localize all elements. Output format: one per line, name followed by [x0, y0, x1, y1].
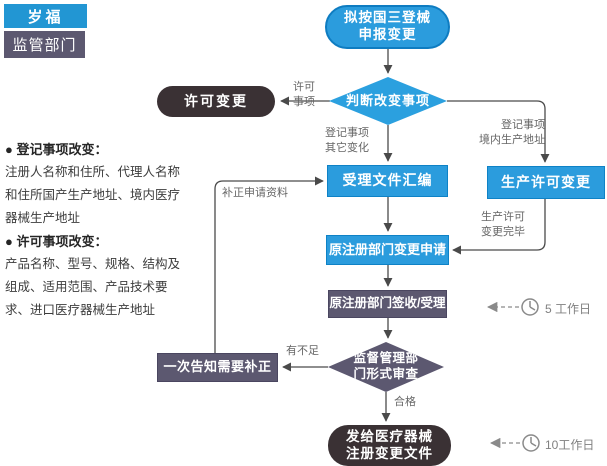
notes-panel: ● 登记事项改变： 注册人名称和住所、代理人名称 和住所国产生产地址、境内医疗 … — [5, 138, 217, 322]
notes-section-body: 产品名称、型号、规格、结构及 组成、适用范围、产品技术要 求、进口医疗器械生产地… — [5, 257, 181, 317]
department-badge: 监管部门 — [4, 31, 85, 58]
node-decision-change-item: 判断改变事项 — [329, 77, 447, 125]
node-original-dept-sign-accept: 原注册部门签收/受理 — [328, 290, 447, 318]
node-accept-documents: 受理文件汇编 — [327, 165, 448, 197]
node-original-dept-change-apply: 原注册部门变更申请 — [326, 235, 449, 265]
notes-section-body: 注册人名称和住所、代理人名称 和住所国产生产地址、境内医疗 器械生产地址 — [5, 165, 181, 225]
timer-10-working-days: 10工作日 — [545, 438, 595, 452]
edge-label-license-item: 许可 事项 — [293, 81, 315, 108]
node-production-license-change: 生产许可变更 — [487, 166, 605, 199]
edge-label-correction-material: 补正申请资料 — [222, 187, 288, 199]
logo-badge: 岁福 — [4, 4, 87, 28]
clock-icon — [522, 434, 540, 452]
notes-section-title: ● 登记事项改变： — [5, 142, 108, 157]
edge-label-qualified: 合格 — [394, 396, 416, 408]
node-end: 发给医疗器械 注册变更文件 — [328, 425, 451, 466]
node-license-change: 许可变更 — [157, 86, 275, 117]
timer-5-working-days: 5 工作日 — [545, 302, 592, 316]
edge-label-registration-domestic-address: 登记事项 境内生产地址 — [479, 119, 545, 146]
edge-label-production-license-done: 生产许可 变更完毕 — [481, 211, 525, 238]
clock-icon — [521, 298, 539, 316]
bullet-icon: ● — [5, 142, 13, 157]
edge-label-insufficient: 有不足 — [286, 345, 319, 357]
node-decision-formal-review: 监督管理部 门形式审查 — [328, 342, 444, 392]
node-start: 拟按国三登械 申报变更 — [325, 5, 450, 49]
connector-correction-to-accept-docs — [214, 176, 324, 353]
notes-section-title: ● 许可事项改变： — [5, 234, 108, 249]
edge-label-registration-other-change: 登记事项 其它变化 — [325, 127, 369, 154]
bullet-icon: ● — [5, 234, 13, 249]
node-notify-correction: 一次告知需要补正 — [157, 353, 278, 382]
